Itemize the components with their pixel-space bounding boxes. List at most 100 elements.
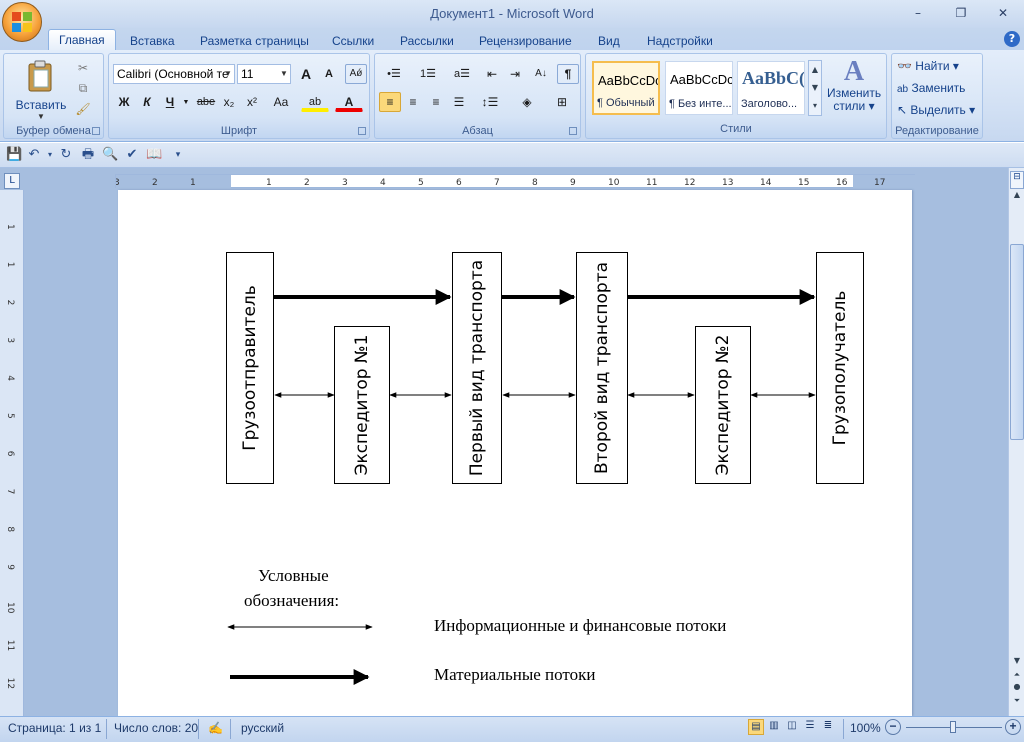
redo-icon[interactable]: ↻ (60, 147, 72, 162)
chevron-down-icon[interactable]: ▼ (280, 69, 288, 78)
change-styles-button[interactable]: A Изменить стили ▾ (826, 56, 882, 120)
customize-qat-icon[interactable]: ▾ (175, 150, 181, 160)
shrink-font-button[interactable]: A (325, 68, 333, 80)
shading-icon[interactable]: ◈ (522, 95, 532, 109)
view-buttons: ▤ ▥ ◫ ☰ ≣ (748, 719, 842, 737)
tab-home[interactable]: Главная (48, 29, 116, 51)
format-painter-icon[interactable]: 🖌 (75, 102, 91, 116)
bold-button[interactable]: Ж (118, 95, 130, 109)
cut-icon[interactable]: ✂ (77, 61, 89, 75)
replace-button[interactable]: ab Заменить (896, 80, 980, 98)
undo-icon[interactable]: ↶ (28, 147, 40, 162)
close-button[interactable]: ✕ (997, 6, 1009, 20)
tab-review[interactable]: Рецензирование (479, 34, 572, 48)
font-launcher-icon[interactable] (358, 127, 366, 135)
copy-icon[interactable]: ⧉ (78, 81, 88, 95)
minimize-button[interactable]: – (915, 6, 921, 20)
increase-indent-icon[interactable]: ⇥ (509, 67, 521, 81)
change-case-button[interactable]: Aa (273, 95, 289, 109)
ruler-tick-label: 10 (5, 602, 15, 614)
superscript-button[interactable]: x² (247, 95, 257, 109)
open-icon[interactable]: 📖 (146, 147, 163, 162)
full-screen-reading-icon[interactable]: ▥ (769, 720, 779, 731)
align-right-icon[interactable]: ≡ (432, 95, 440, 109)
tab-references[interactable]: Ссылки (332, 34, 375, 48)
clear-format-icon[interactable]: Aǿ (345, 64, 367, 84)
styles-scroll[interactable]: ▲▼▾ (808, 60, 822, 116)
paragraph-launcher-icon[interactable] (569, 127, 577, 135)
borders-icon[interactable]: ⊞ (556, 95, 568, 109)
tab-addins[interactable]: Надстройки (647, 34, 713, 48)
previous-page-icon[interactable]: ⏶ (1013, 670, 1021, 679)
print-layout-icon[interactable]: ▤ (748, 719, 764, 735)
document-page[interactable]: Грузоотправитель Экспедитор №1 Первый ви… (118, 190, 912, 716)
strikethrough-button[interactable]: abe (196, 96, 216, 108)
line-spacing-icon[interactable]: ↕☰ (481, 95, 499, 109)
font-group: Calibri (Основной те ▼ 11 ▼ A A Aǿ Ж К Ч… (108, 53, 370, 139)
zoom-level[interactable]: 100% (850, 721, 881, 735)
tab-view[interactable]: Вид (598, 34, 620, 48)
save-icon[interactable]: 💾 (6, 147, 23, 162)
align-center-icon[interactable]: ≡ (409, 95, 417, 109)
view-ruler-icon[interactable]: ⊟ (1010, 171, 1024, 189)
italic-button[interactable]: К (143, 95, 151, 109)
tab-insert[interactable]: Вставка (130, 34, 175, 48)
print-icon[interactable]: 🖶 (81, 147, 95, 162)
highlight-button[interactable]: ab (301, 92, 329, 112)
next-page-icon[interactable]: ⏷ (1013, 696, 1021, 705)
tab-selector-icon[interactable]: L (4, 173, 20, 189)
ruler-tick-label: 17 (874, 178, 885, 188)
select-button[interactable]: ↖ Выделить ▾ (897, 103, 976, 117)
ruler-tick-label: 1 (266, 178, 272, 188)
tab-mailings[interactable]: Рассылки (400, 34, 454, 48)
find-button[interactable]: 👓 Найти ▾ (897, 59, 959, 73)
font-size-combo[interactable]: 11 ▼ (237, 64, 291, 84)
scroll-down-icon[interactable]: ▼ (1013, 656, 1021, 665)
proofing-icon[interactable]: ✍ (208, 721, 223, 735)
subscript-button[interactable]: x₂ (223, 95, 235, 109)
zoom-out-button[interactable]: − (885, 719, 901, 735)
draft-icon[interactable]: ≣ (823, 720, 833, 731)
chevron-down-icon[interactable]: ▾ (47, 150, 52, 159)
underline-button[interactable]: Ч (165, 95, 175, 109)
restore-button[interactable]: ❐ (955, 6, 967, 20)
bullets-icon[interactable]: •☰ (387, 68, 401, 80)
align-left-icon[interactable]: ≡ (379, 92, 401, 112)
style-no-spacing[interactable]: AaBbCcDc ¶ Без инте... (665, 61, 733, 115)
print-preview-icon[interactable]: 🔍 (102, 147, 119, 162)
clipboard-launcher-icon[interactable] (92, 127, 100, 135)
chevron-down-icon[interactable]: ▼ (224, 69, 232, 78)
office-button[interactable] (2, 2, 42, 42)
show-marks-button[interactable]: ¶ (557, 64, 579, 84)
web-layout-icon[interactable]: ◫ (787, 720, 797, 731)
style-heading1[interactable]: AaBbC( Заголово... (737, 61, 805, 115)
ruler-tick-label: 2 (5, 300, 15, 306)
language-indicator[interactable]: русский (241, 721, 285, 735)
zoom-in-button[interactable]: + (1005, 719, 1021, 735)
page-indicator[interactable]: Страница: 1 из 1 (8, 721, 102, 735)
help-icon[interactable]: ? (1004, 31, 1020, 47)
word-count[interactable]: Число слов: 20 (114, 721, 199, 735)
chevron-down-icon[interactable]: ▼ (182, 99, 190, 106)
scroll-thumb[interactable] (1010, 244, 1024, 440)
font-name-combo[interactable]: Calibri (Основной те ▼ (113, 64, 235, 84)
multilevel-list-icon[interactable]: a☰ (454, 68, 470, 80)
outline-icon[interactable]: ☰ (805, 720, 815, 731)
office-logo-icon (12, 12, 32, 32)
grow-font-button[interactable]: A (300, 66, 312, 82)
tab-page-layout[interactable]: Разметка страницы (200, 34, 309, 48)
sort-icon[interactable]: A↓ (535, 68, 547, 79)
browse-object-icon[interactable]: ● (1013, 682, 1021, 691)
scroll-up-icon[interactable]: ▲ (1013, 190, 1021, 199)
spelling-icon[interactable]: ✔ (126, 147, 138, 162)
decrease-indent-icon[interactable]: ⇤ (486, 67, 498, 81)
style-normal[interactable]: AaBbCcDc ¶ Обычный (592, 61, 660, 115)
zoom-slider-thumb[interactable] (950, 721, 956, 733)
numbering-icon[interactable]: 1☰ (420, 68, 436, 80)
font-color-button[interactable]: A (335, 92, 363, 112)
paste-button[interactable]: Вставить ▼ (8, 56, 74, 121)
justify-icon[interactable]: ☰ (453, 95, 465, 109)
vertical-scrollbar[interactable]: ⊟ ▲ ▼ ⏶ ● ⏷ (1008, 168, 1024, 716)
